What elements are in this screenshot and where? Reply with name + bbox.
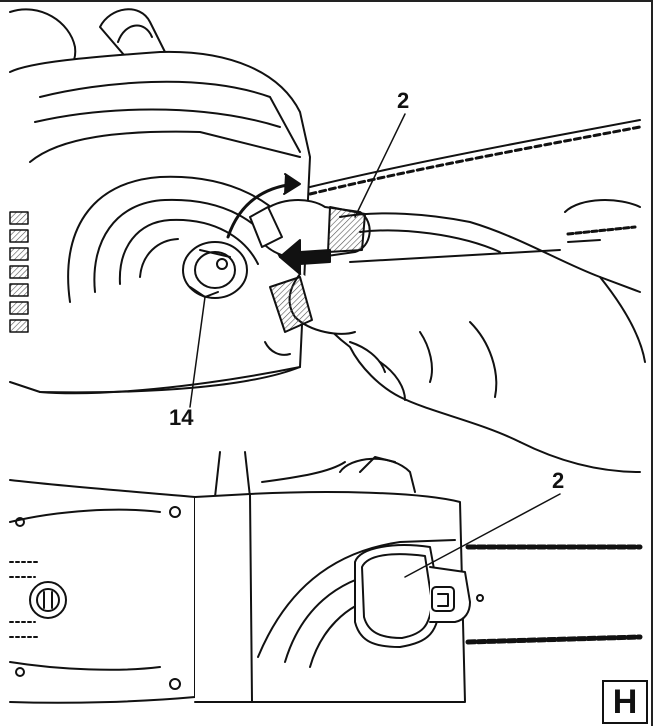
bottom-leader-line	[404, 493, 561, 578]
rotation-arrow	[226, 173, 301, 239]
chain-top	[308, 119, 642, 263]
callout-label-14: 14	[169, 405, 194, 430]
top-illustration	[9, 8, 646, 473]
chain-detail-circle	[564, 199, 641, 243]
push-arrow	[279, 239, 331, 275]
tensioner-lever	[249, 199, 371, 260]
leader-lines	[189, 113, 406, 408]
callout-label-top-2: 2	[397, 88, 410, 113]
bottom-tensioner	[354, 544, 484, 648]
chain-bottom	[465, 544, 643, 645]
callout-label-bottom-2: 2	[552, 468, 565, 493]
motor-housing	[9, 50, 311, 395]
gloved-hand	[269, 212, 646, 473]
tension-knob	[182, 241, 248, 299]
vent-slots	[9, 211, 29, 333]
bottom-illustration	[9, 451, 643, 704]
figure-letter-badge: H	[602, 680, 648, 724]
